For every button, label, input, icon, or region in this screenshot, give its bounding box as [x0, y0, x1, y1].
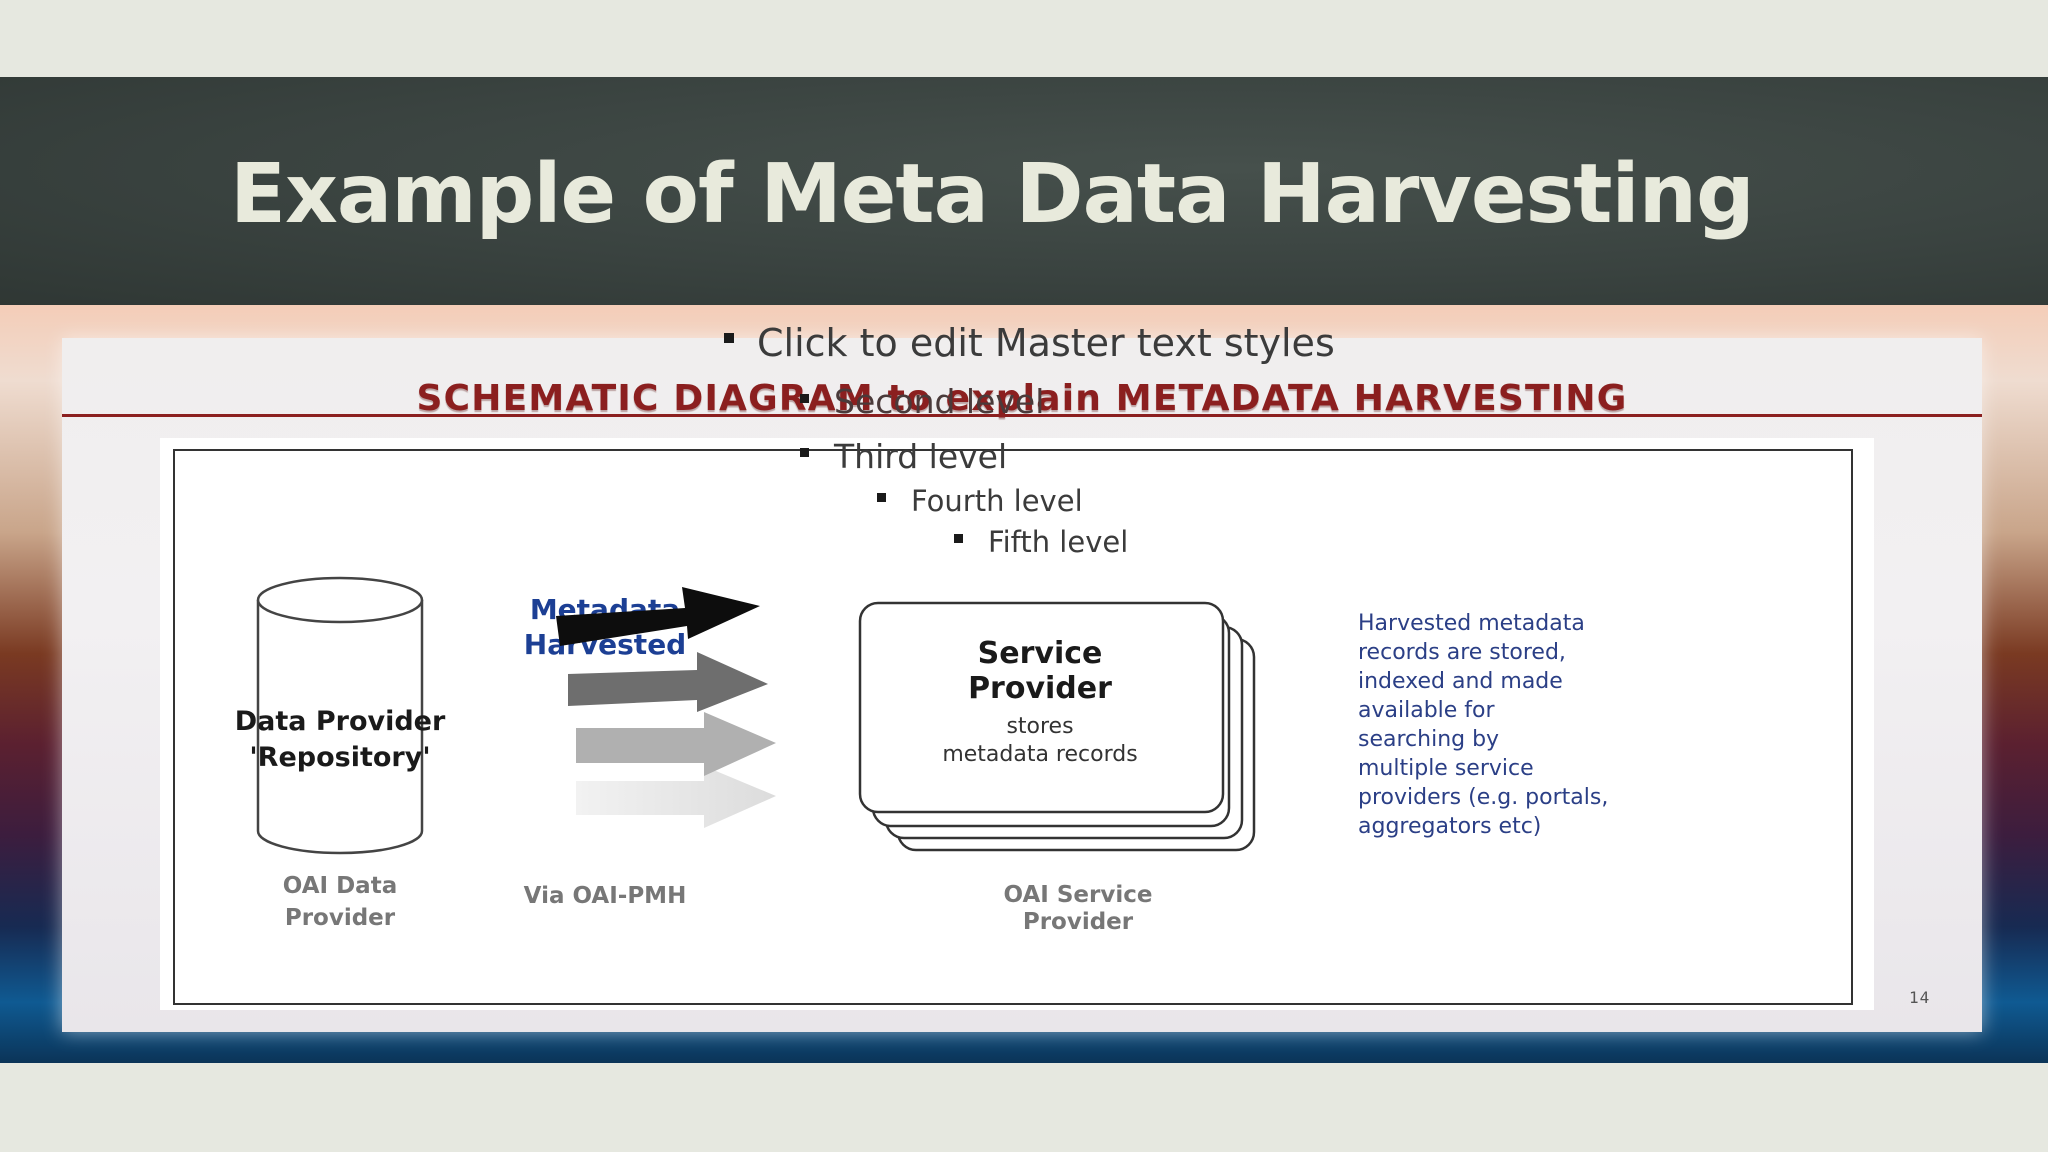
title-bar: Example of Meta Data Harvesting — [0, 77, 2048, 305]
description-line: searching by — [1358, 727, 1499, 752]
page-number: 14 — [1909, 988, 1931, 1007]
description-line: providers (e.g. portals, — [1358, 785, 1608, 810]
diagram-image: SCHEMATIC DIAGRAM to explain METADATA HA… — [62, 338, 1982, 1032]
slide-title: Example of Meta Data Harvesting — [230, 147, 1755, 242]
description-line: indexed and made — [1358, 669, 1563, 694]
diagram-heading: SCHEMATIC DIAGRAM to explain METADATA HA… — [62, 378, 1982, 419]
description-line: multiple service — [1358, 756, 1534, 781]
slide: Example of Meta Data Harvesting SCHEMATI… — [0, 77, 2048, 1063]
description-line: records are stored, — [1358, 640, 1566, 665]
harvest-caption: Via OAI-PMH — [524, 883, 687, 909]
database-cylinder-icon — [256, 576, 424, 855]
service-provider-caption-line2: Provider — [1023, 909, 1134, 935]
service-provider-text-line1: stores — [1006, 714, 1073, 739]
data-provider-label-line2: 'Repository' — [249, 742, 430, 773]
diagram-canvas: Data Provider 'Repository' OAI Data Prov… — [160, 438, 1874, 1010]
service-provider-title-line1: Service — [978, 636, 1103, 671]
description-text: Harvested metadata records are stored, i… — [1358, 611, 1608, 839]
harvest-arrows-icon — [556, 587, 776, 828]
service-provider-caption-line1: OAI Service — [1004, 882, 1153, 908]
description-line: Harvested metadata — [1358, 611, 1585, 636]
diagram-drawing: Data Provider 'Repository' OAI Data Prov… — [235, 576, 1608, 935]
data-provider-label-line1: Data Provider — [235, 706, 446, 737]
diagram-frame — [173, 449, 1853, 1005]
service-provider-title-line2: Provider — [968, 671, 1112, 706]
service-provider-stack-icon — [858, 601, 1256, 852]
data-provider-caption-line1: OAI Data — [283, 873, 397, 899]
service-provider-text-line2: metadata records — [942, 742, 1137, 767]
description-line: available for — [1358, 698, 1495, 723]
data-provider-caption-line2: Provider — [285, 905, 396, 931]
description-line: aggregators etc) — [1358, 814, 1541, 839]
